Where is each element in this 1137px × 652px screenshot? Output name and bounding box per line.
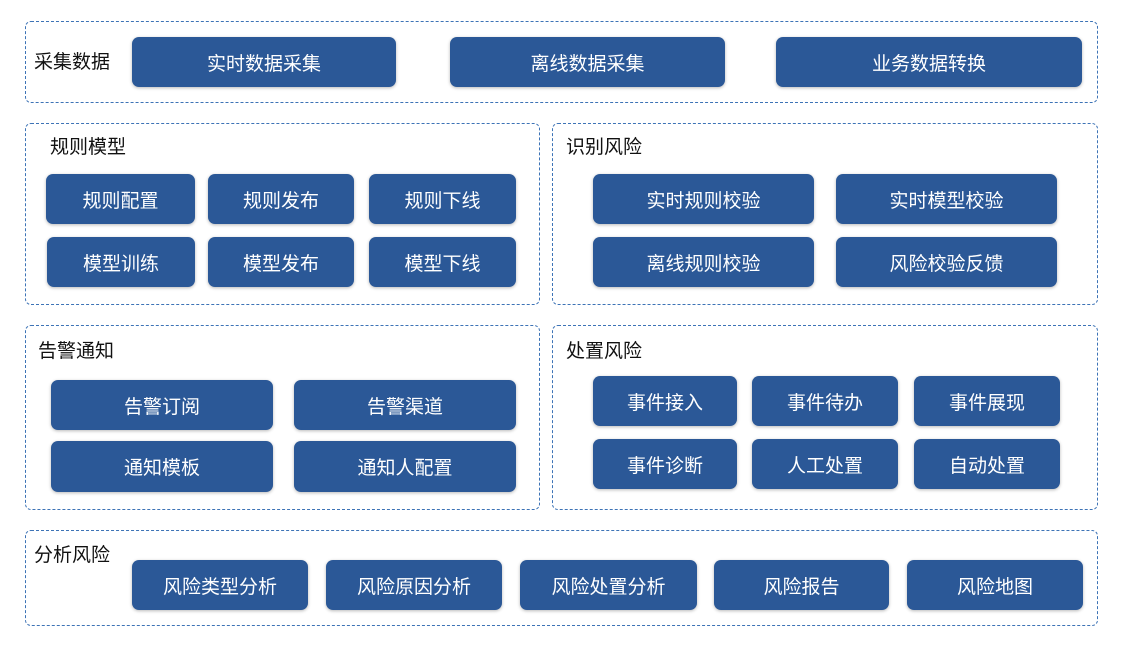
handle-risk-title: 处置风险 bbox=[566, 340, 643, 362]
business-data-conversion-box: 业务数据转换 bbox=[776, 37, 1082, 87]
alert-channel-box: 告警渠道 bbox=[294, 380, 516, 430]
manual-handling-box: 人工处置 bbox=[752, 439, 898, 489]
event-todo-box: 事件待办 bbox=[752, 376, 898, 426]
rule-publish-box: 规则发布 bbox=[208, 174, 354, 224]
offline-data-collection-box: 离线数据采集 bbox=[450, 37, 725, 87]
offline-rule-check-box: 离线规则校验 bbox=[593, 237, 814, 287]
alert-notify-title: 告警通知 bbox=[38, 340, 115, 362]
alert-subscription-box: 告警订阅 bbox=[51, 380, 273, 430]
analyze-risk-title: 分析风险 bbox=[34, 544, 111, 566]
rule-config-box: 规则配置 bbox=[46, 174, 195, 224]
notifier-config-box: 通知人配置 bbox=[294, 441, 516, 492]
identify-risk-title: 识别风险 bbox=[566, 136, 643, 158]
realtime-data-collection-box: 实时数据采集 bbox=[132, 37, 396, 87]
model-publish-box: 模型发布 bbox=[208, 237, 354, 287]
risk-map-box: 风险地图 bbox=[907, 560, 1083, 610]
risk-report-box: 风险报告 bbox=[714, 560, 889, 610]
realtime-rule-check-box: 实时规则校验 bbox=[593, 174, 814, 224]
collect-data-title: 采集数据 bbox=[34, 51, 111, 73]
risk-type-analysis-box: 风险类型分析 bbox=[132, 560, 308, 610]
event-display-box: 事件展现 bbox=[914, 376, 1060, 426]
event-intake-box: 事件接入 bbox=[593, 376, 737, 426]
notification-template-box: 通知模板 bbox=[51, 441, 273, 492]
risk-handling-analysis-box: 风险处置分析 bbox=[520, 560, 697, 610]
auto-handling-box: 自动处置 bbox=[914, 439, 1060, 489]
rule-model-title: 规则模型 bbox=[50, 136, 127, 158]
rule-offline-box: 规则下线 bbox=[369, 174, 516, 224]
model-training-box: 模型训练 bbox=[47, 237, 195, 287]
risk-check-feedback-box: 风险校验反馈 bbox=[836, 237, 1057, 287]
realtime-model-check-box: 实时模型校验 bbox=[836, 174, 1057, 224]
event-diagnosis-box: 事件诊断 bbox=[593, 439, 737, 489]
risk-cause-analysis-box: 风险原因分析 bbox=[326, 560, 502, 610]
model-offline-box: 模型下线 bbox=[369, 237, 516, 287]
